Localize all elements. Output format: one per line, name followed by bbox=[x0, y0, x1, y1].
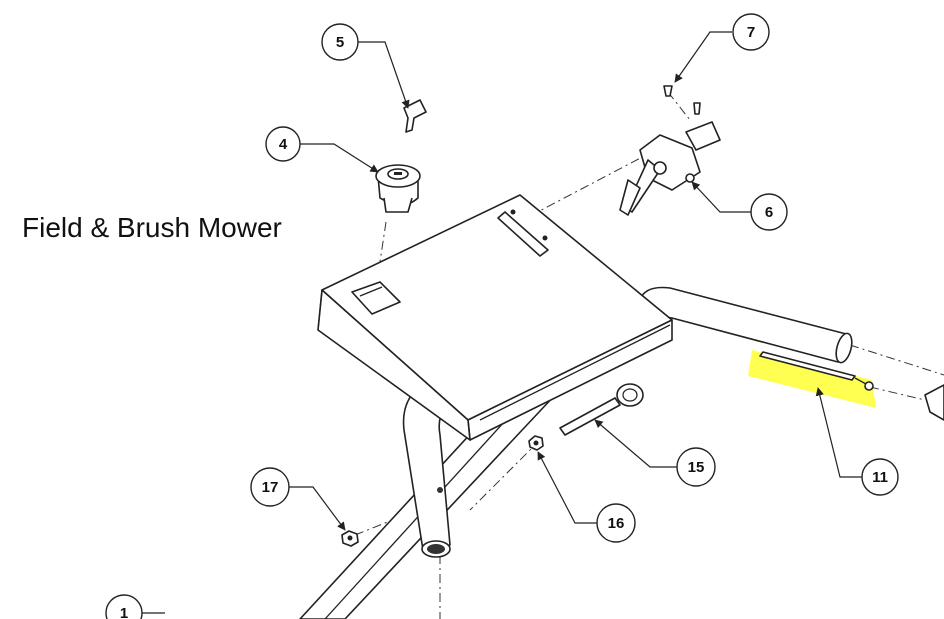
callout-16: 16 bbox=[596, 503, 636, 543]
callout-15: 15 bbox=[676, 447, 716, 487]
handle-clip bbox=[924, 384, 944, 421]
callout-11: 11 bbox=[861, 458, 899, 496]
callout-label: 15 bbox=[688, 459, 705, 476]
callout-6: 6 bbox=[750, 193, 788, 231]
highlight bbox=[748, 350, 876, 408]
callout-label: 6 bbox=[765, 204, 773, 221]
callout-label: 5 bbox=[336, 34, 344, 51]
screws bbox=[663, 85, 701, 115]
nut-17 bbox=[341, 530, 359, 547]
callout-label: 4 bbox=[279, 136, 288, 153]
callout-label: 17 bbox=[262, 479, 279, 496]
control-panel bbox=[317, 194, 673, 441]
callout-label: 16 bbox=[608, 515, 625, 532]
callout-7: 7 bbox=[732, 13, 770, 51]
cable-part-11 bbox=[748, 350, 876, 408]
nut-16 bbox=[528, 435, 544, 451]
ignition-switch bbox=[375, 164, 421, 213]
handlebar-tube bbox=[639, 286, 853, 364]
callout-5: 5 bbox=[321, 23, 359, 61]
callout-label: 7 bbox=[747, 24, 755, 41]
callout-label: 11 bbox=[872, 469, 888, 486]
callout-4: 4 bbox=[265, 126, 301, 162]
callout-1: 1 bbox=[105, 594, 143, 619]
key bbox=[403, 99, 427, 133]
diagram-title: Field & Brush Mower bbox=[22, 212, 282, 243]
callout-17: 17 bbox=[250, 467, 290, 507]
throttle-lever bbox=[619, 121, 721, 216]
leader-lines bbox=[140, 31, 862, 614]
callout-label: 1 bbox=[120, 605, 128, 619]
eye-bolt bbox=[559, 383, 644, 436]
